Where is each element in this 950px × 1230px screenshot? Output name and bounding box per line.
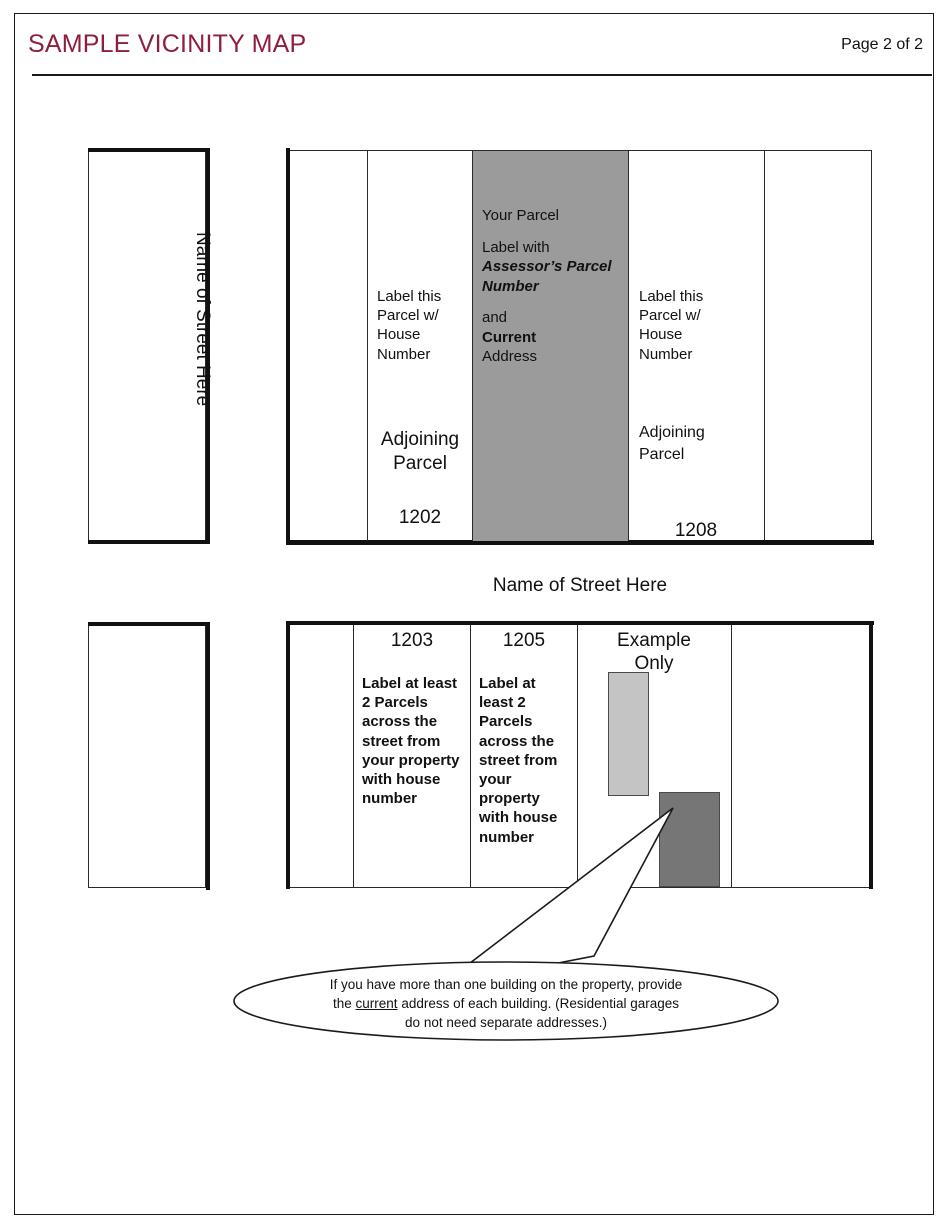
callout-line-2-underlined: current (355, 996, 398, 1012)
adjoining-right-caption-line2: Parcel (639, 446, 685, 463)
adjoining-right-caption-line1: Adjoining (639, 424, 705, 441)
top-row-divider-2 (472, 151, 473, 541)
bottom-row-left-edge (286, 621, 290, 889)
top-row-divider-3 (628, 151, 629, 541)
header-divider (32, 74, 932, 76)
bottom-left-block-top-edge (88, 622, 210, 626)
adjoining-left-house-number: 1202 (398, 507, 442, 528)
bottom-row-divider-3 (577, 625, 578, 887)
adjoining-left-caption-line2: Parcel (393, 453, 447, 474)
callout-text-block: If you have more than one building on th… (280, 975, 732, 1032)
callout-line-1: If you have more than one building on th… (329, 977, 683, 992)
parcel-1205-instruction: Label at least 2 Parcels across the stre… (479, 675, 558, 846)
bottom-row-divider-2 (470, 625, 471, 887)
your-parcel-and: and (482, 309, 508, 326)
spacer-2 (482, 296, 622, 308)
example-only-caption-line2: Only (634, 653, 674, 674)
top-left-block-right-edge (206, 148, 210, 544)
example-building-light (608, 672, 649, 796)
callout-line-3: do not need separate addresses.) (405, 1015, 607, 1031)
top-row-left-edge (286, 148, 290, 544)
horizontal-street-label: Name of Street Here (492, 575, 668, 596)
adjoining-right-instruction: Label this Parcel w/ House Number (639, 288, 704, 363)
bottom-row-top-edge (286, 621, 874, 625)
parcel-1203-instruction: Label at least 2 Parcels across the stre… (362, 675, 460, 808)
top-left-parcel-block (88, 150, 206, 542)
top-row-divider-1 (367, 151, 368, 541)
top-left-block-bottom-edge (88, 540, 210, 544)
your-parcel-heading: Your Parcel (482, 207, 559, 224)
bottom-left-block-right-edge (206, 622, 210, 890)
your-parcel-address: Address (482, 348, 538, 365)
your-parcel-shaded-cell (473, 151, 628, 541)
bottom-left-parcel-block (88, 624, 206, 888)
adjoining-left-instruction: Label this Parcel w/ House Number (377, 288, 442, 363)
parcel-1203-house-number: 1203 (390, 630, 434, 651)
page-number-label: Page 2 of 2 (841, 36, 923, 53)
your-parcel-apn-emphasis: Assessor’s Parcel Number (482, 258, 612, 295)
top-left-block-top-edge (88, 148, 210, 152)
adjoining-left-caption-line1: Adjoining (380, 429, 460, 450)
spacer-1 (482, 226, 622, 238)
callout-line-2-after: address of each building. (Residential g… (397, 996, 679, 1012)
parcel-1205-house-number: 1205 (502, 630, 546, 651)
adjoining-right-house-number: 1208 (674, 520, 718, 541)
your-parcel-current-bold: Current (482, 328, 537, 346)
callout-line-2-before: the (333, 996, 356, 1012)
page-header: SAMPLE VICINITY MAP Page 2 of 2 (15, 14, 933, 76)
top-row-bottom-edge (286, 540, 874, 545)
page-title: SAMPLE VICINITY MAP (28, 30, 307, 58)
vertical-street-label: Name of Street Here (192, 232, 213, 407)
top-row-divider-4 (764, 151, 765, 541)
bottom-row-right-edge (869, 621, 873, 889)
example-building-dark (659, 792, 720, 887)
example-only-caption-line1: Example (617, 630, 691, 651)
bottom-row-divider-4 (731, 625, 732, 887)
bottom-row-divider-1 (353, 625, 354, 887)
your-parcel-text-block: Your Parcel Label with Assessor’s Parcel… (482, 206, 622, 367)
your-parcel-label-with: Label with (482, 238, 550, 256)
